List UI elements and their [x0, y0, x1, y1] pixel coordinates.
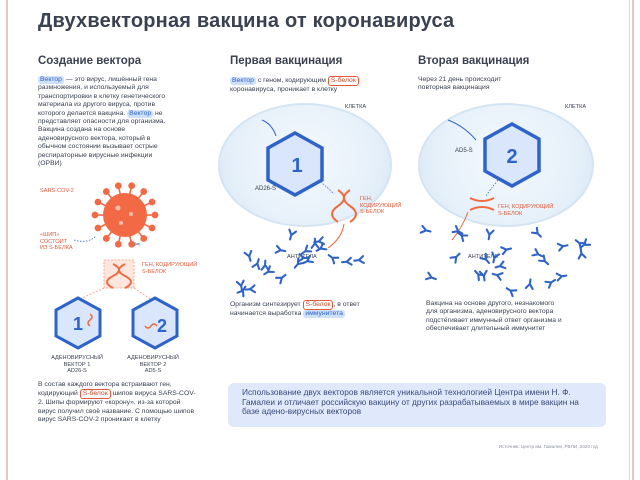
col3-intro: Через 21 день происходит повторная вакци… [418, 76, 502, 92]
col3-gene-label: ГЕН, КОДИРУЮЩИЙ S-БЕЛОК [498, 204, 554, 217]
col3-entry-arrow [447, 119, 477, 141]
vector1-hexagon-icon: 1 [54, 296, 102, 350]
col2-vector-hexagon-icon: 1 [266, 130, 324, 198]
left-decorative-border [6, 0, 8, 480]
svg-text:1: 1 [291, 155, 302, 177]
gene-insert-lines [77, 287, 153, 301]
note-box [228, 383, 606, 427]
col2-heading: Первая вакцинация [230, 55, 343, 67]
col2-vector-label: AD26-S [255, 186, 277, 192]
col1-para1-text-1: — это вирус, лишённый гена размножения, … [38, 76, 166, 117]
col1-vector-tag-2: Вектор [127, 109, 154, 118]
note-text: Использование двух векторов является уни… [242, 387, 579, 417]
page-title: Двухвекторная вакцина от коронавируса [38, 10, 455, 32]
col3-gene-release-line [485, 179, 499, 197]
col2-output-arrow [327, 223, 345, 249]
svg-text:2: 2 [157, 316, 167, 336]
col3-antibodies-icon [419, 224, 592, 298]
col2-cell-label: КЛЕТКА [345, 104, 367, 110]
col3-gene-icon [469, 197, 495, 211]
vector1-label: АДЕНОВИРУСНЫЙ ВЕКТОР 1 AD26-S [51, 355, 103, 375]
col3-vector-label: AD5-S [455, 148, 473, 154]
vector2-label: АДЕНОВИРУСНЫЙ ВЕКТОР 2 AD5-S [127, 355, 179, 375]
col3-outro: Вакцина на основе другого, незнакомого д… [426, 300, 562, 333]
sars-cov-2-virus-icon [91, 182, 159, 248]
col3-cell-label: КЛЕТКА [565, 104, 587, 110]
col3-vector-hexagon-icon: 2 [483, 121, 541, 189]
source-caption: Источник: Центр им. Гамалеи, РВПИ, 2020 … [498, 444, 598, 449]
gene-fragment-icon [103, 259, 135, 289]
scissors-icon: ✂ [134, 240, 141, 249]
spike-pointer-arrow [73, 235, 97, 242]
right-decorative-border-inner [629, 0, 630, 480]
col2-sprotein-tag: S-белок [327, 76, 359, 86]
col2-intro: Вектор с геном, кодирующим S-белок корон… [230, 76, 360, 94]
col1-vector-tag-1: Вектор [38, 76, 64, 84]
spike-label: «ШИП» СОСТОИТ ИЗ S-БЕЛКА [40, 232, 73, 252]
virus-label: SARS-COV-2 [40, 188, 74, 194]
col2-outro: Организм синтезирует S-белок, в ответ на… [230, 300, 360, 318]
col3-heading: Вторая вакцинация [418, 55, 530, 67]
right-decorative-border [632, 0, 634, 480]
col1-paragraph-2: В состав каждого вектора встраивают ген,… [38, 381, 196, 424]
col2-gene-icon [331, 189, 357, 223]
col1-heading: Создание вектора [38, 55, 142, 67]
svg-text:1: 1 [73, 314, 83, 334]
col2-entry-arrow [261, 119, 277, 137]
vector2-hexagon-icon: 2 [131, 296, 179, 350]
svg-text:2: 2 [506, 146, 517, 168]
col1-paragraph-1: Вектор — это вирус, лишённый гена размно… [38, 76, 173, 168]
col1-para1-text-2: не представляет опасности для организма.… [38, 109, 166, 168]
col3-output-arrow [451, 211, 469, 241]
col3-antibody-label: АНТИТЕЛА [468, 254, 498, 260]
col2-gene-release-line [317, 179, 335, 195]
col2-gene-label: ГЕН, КОДИРУЮЩИЙ S-БЕЛОК [360, 196, 402, 216]
col1-gene-label: ГЕН, КОДИРУЮЩИЙ S-БЕЛОК [142, 262, 198, 275]
col2-antibodies-icon [235, 228, 365, 298]
immunity-tag: иммунитета [303, 310, 345, 318]
col2-vector-tag: Вектор [230, 77, 256, 85]
